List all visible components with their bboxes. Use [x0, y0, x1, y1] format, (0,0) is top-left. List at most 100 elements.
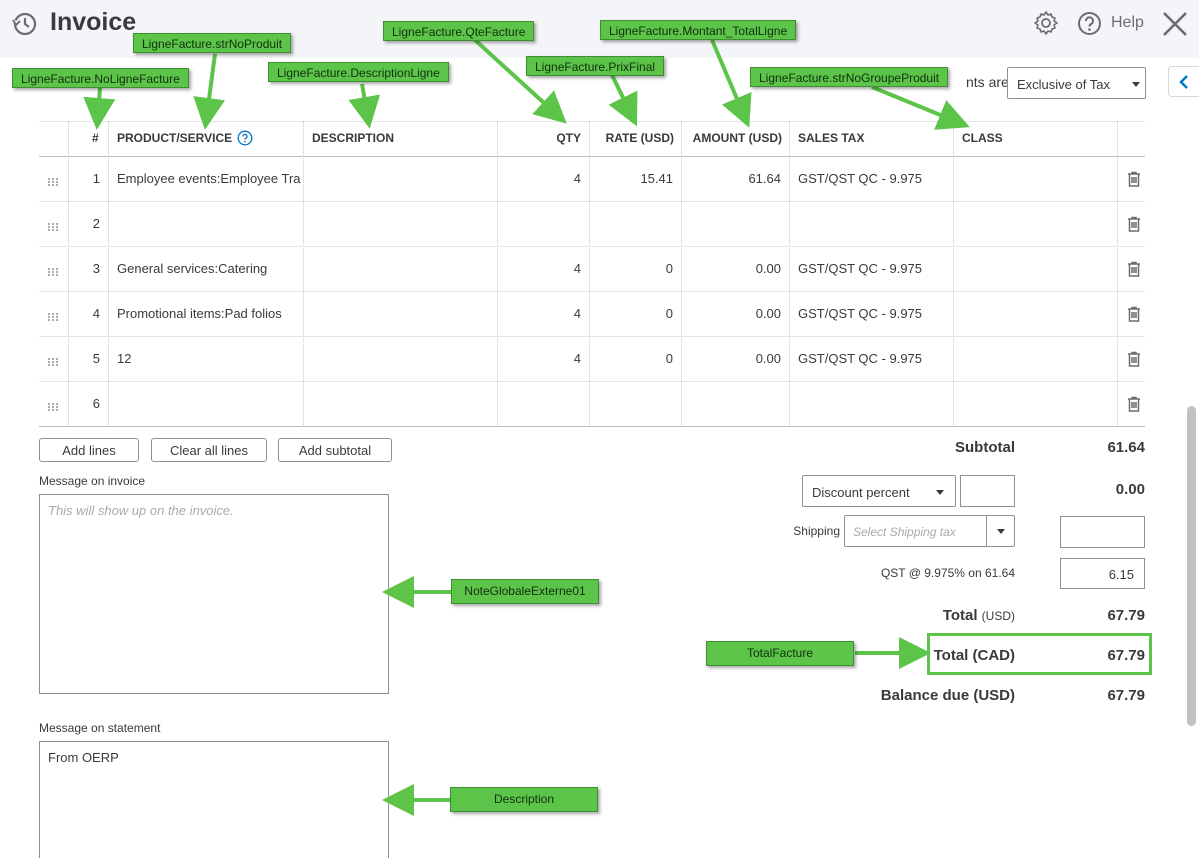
row-divider: [39, 246, 1145, 247]
total-cad-highlight: [927, 633, 1152, 675]
drag-handle-icon[interactable]: [47, 174, 59, 186]
add-lines-button[interactable]: Add lines: [39, 438, 139, 462]
annotation-prix-final: LigneFacture.PrixFinal: [526, 56, 665, 76]
amount-cell[interactable]: 0.00: [755, 261, 781, 276]
help-icon[interactable]: [1077, 11, 1102, 41]
column-divider: [589, 121, 590, 427]
balance-due-value: 67.79: [1107, 687, 1145, 704]
sales-tax-cell[interactable]: GST/QST QC - 9.975: [798, 306, 923, 321]
discount-input[interactable]: [960, 475, 1015, 507]
rate-cell[interactable]: 0: [665, 306, 673, 321]
shipping-label: Shipping: [793, 524, 840, 538]
close-icon[interactable]: [1162, 11, 1188, 42]
arrow-prix: [608, 74, 638, 127]
qst-label: QST @ 9.975% on 61.64: [880, 566, 1015, 580]
message-on-statement-label: Message on statement: [39, 721, 161, 735]
drag-handle-icon[interactable]: [47, 354, 59, 366]
column-divider: [68, 121, 69, 427]
message-on-invoice-field[interactable]: This will show up on the invoice.: [39, 494, 389, 694]
add-subtotal-button[interactable]: Add subtotal: [278, 438, 392, 462]
recurring-history-icon[interactable]: [11, 11, 39, 42]
clear-all-lines-button[interactable]: Clear all lines: [151, 438, 267, 462]
gear-icon[interactable]: [1033, 10, 1059, 41]
discount-type-value: Discount percent: [812, 485, 910, 500]
trash-icon[interactable]: [1127, 396, 1141, 412]
rate-cell[interactable]: 0: [665, 351, 673, 366]
line-number: 1: [92, 171, 100, 186]
total-usd-label: Total (USD): [860, 607, 1015, 624]
column-divider: [303, 121, 304, 427]
shipping-amount-input[interactable]: [1060, 516, 1145, 548]
drag-handle-icon[interactable]: [47, 219, 59, 231]
sales-tax-cell[interactable]: GST/QST QC - 9.975: [798, 351, 923, 366]
chevron-down-icon: [1132, 82, 1140, 87]
column-divider: [497, 121, 498, 427]
message-on-statement-field[interactable]: From OERP: [39, 741, 389, 858]
qst-value: 6.15: [1108, 567, 1134, 582]
rate-cell[interactable]: 0: [665, 261, 673, 276]
total-usd-label-text: Total: [942, 607, 978, 624]
drag-handle-icon[interactable]: [47, 399, 59, 411]
select-divider: [986, 516, 987, 546]
col-header-amount: AMOUNT (USD): [692, 131, 782, 145]
col-header-sales-tax: SALES TAX: [798, 131, 865, 145]
annotation-qte-facture: LigneFacture.QteFacture: [383, 21, 535, 41]
subtotal-label: Subtotal: [955, 439, 1015, 456]
line-number: 4: [92, 306, 100, 321]
info-icon[interactable]: [237, 130, 253, 151]
trash-icon[interactable]: [1127, 171, 1141, 187]
arrow-str-no-produit: [193, 53, 225, 130]
subtotal-value: 61.64: [1107, 439, 1145, 456]
row-divider: [39, 201, 1145, 202]
trash-icon[interactable]: [1127, 261, 1141, 277]
col-header-product: PRODUCT/SERVICE: [117, 131, 233, 145]
total-cad-label: Total (CAD): [933, 647, 1015, 664]
table-header-divider: [39, 156, 1145, 157]
line-number: 5: [92, 351, 100, 366]
qty-cell[interactable]: 4: [573, 171, 581, 186]
column-divider: [1117, 121, 1118, 427]
line-number: 3: [92, 261, 100, 276]
amount-cell[interactable]: 0.00: [755, 306, 781, 321]
tax-mode-value: Exclusive of Tax: [1017, 77, 1110, 92]
product-cell[interactable]: General services:Catering: [117, 261, 268, 276]
product-cell[interactable]: Promotional items:Pad folios: [117, 306, 282, 321]
tax-mode-select[interactable]: Exclusive of Tax: [1007, 67, 1146, 99]
line-number: 2: [92, 216, 100, 231]
annotation-note-globale-externe: NoteGlobaleExterne01: [451, 579, 599, 604]
qst-amount-input[interactable]: 6.15: [1060, 558, 1145, 589]
shipping-tax-select[interactable]: Select Shipping tax: [844, 515, 1015, 547]
trash-icon[interactable]: [1127, 306, 1141, 322]
chevron-down-icon: [997, 529, 1005, 534]
arrow-description-ligne: [348, 83, 381, 129]
drag-handle-icon[interactable]: [47, 264, 59, 276]
amount-cell[interactable]: 61.64: [748, 171, 781, 186]
col-header-description: DESCRIPTION: [312, 131, 395, 145]
message-on-invoice-placeholder: This will show up on the invoice.: [48, 503, 234, 518]
arrow-groupe: [871, 85, 970, 130]
help-label[interactable]: Help: [1111, 14, 1144, 31]
total-cad-value: 67.79: [1107, 647, 1145, 664]
line-number: 6: [92, 396, 100, 411]
collapse-panel-button[interactable]: [1168, 66, 1199, 97]
col-header-num: #: [92, 131, 99, 145]
chevron-down-icon: [936, 490, 944, 495]
table-bottom-border: [39, 426, 1145, 427]
qty-cell[interactable]: 4: [573, 351, 581, 366]
trash-icon[interactable]: [1127, 216, 1141, 232]
col-header-rate: RATE (USD): [605, 131, 674, 145]
discount-type-select[interactable]: Discount percent: [802, 475, 956, 507]
row-divider: [39, 381, 1145, 382]
qty-cell[interactable]: 4: [573, 306, 581, 321]
amount-cell[interactable]: 0.00: [755, 351, 781, 366]
balance-due-label: Balance due (USD): [880, 687, 1015, 704]
trash-icon[interactable]: [1127, 351, 1141, 367]
rate-cell[interactable]: 15.41: [640, 171, 673, 186]
sales-tax-cell[interactable]: GST/QST QC - 9.975: [798, 171, 923, 186]
sales-tax-cell[interactable]: GST/QST QC - 9.975: [798, 261, 923, 276]
product-cell[interactable]: 12: [117, 351, 132, 366]
drag-handle-icon[interactable]: [47, 309, 59, 321]
scrollbar[interactable]: [1187, 406, 1196, 726]
qty-cell[interactable]: 4: [573, 261, 581, 276]
product-cell[interactable]: Employee events:Employee Tra: [117, 171, 301, 186]
